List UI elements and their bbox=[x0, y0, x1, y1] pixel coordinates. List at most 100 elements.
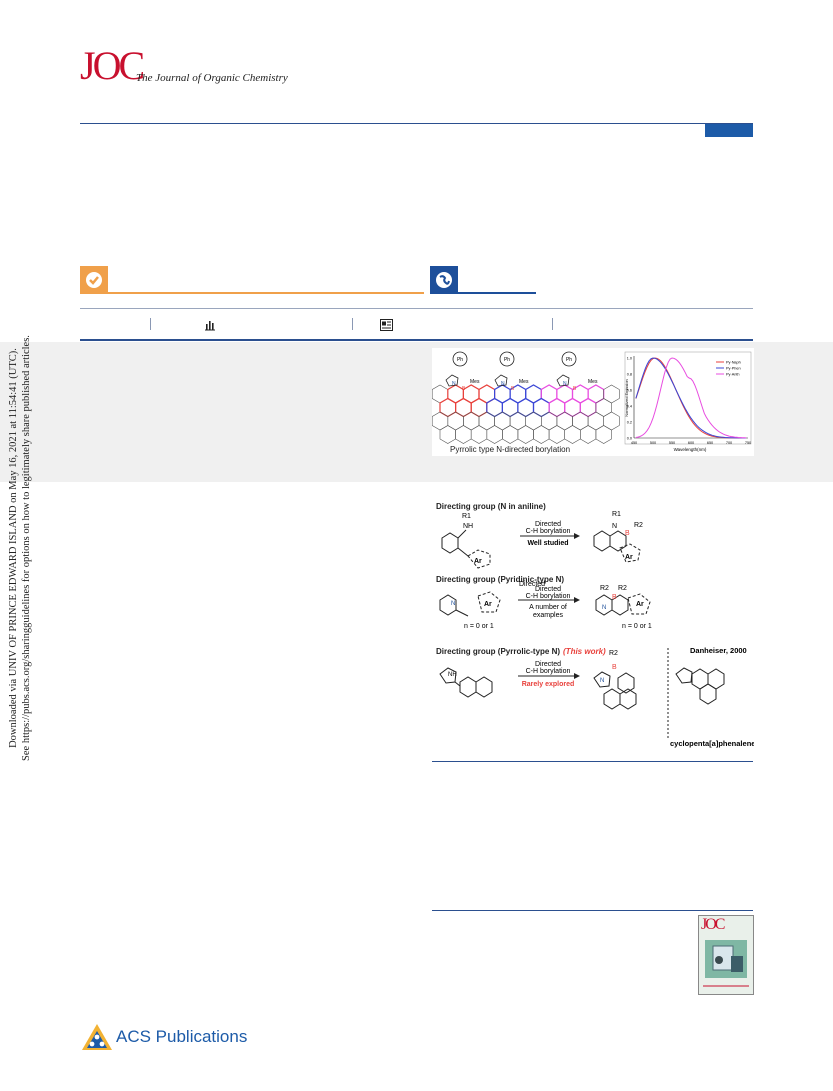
emission-chart: 0.0 0.2 0.4 0.6 0.8 1.0 450 500 550 600 650 700 750… bbox=[624, 351, 752, 452]
r2-label: R2 bbox=[618, 585, 627, 592]
legend-label: Py-Naph bbox=[726, 360, 741, 364]
arrow-label: Directed bbox=[535, 661, 561, 668]
x-tick-label: 450 bbox=[631, 441, 637, 445]
y-tick-label: 0.8 bbox=[627, 372, 632, 376]
boron-label: B bbox=[612, 664, 617, 671]
download-notice-line: Downloaded via UNIV OF PRINCE EDWARD ISL… bbox=[8, 348, 19, 748]
publisher-logo[interactable]: ACS Publications bbox=[80, 1022, 247, 1056]
article-recommendations-icon[interactable] bbox=[380, 318, 393, 336]
boron-label: B bbox=[612, 594, 617, 601]
nitrogen-label: N bbox=[563, 381, 567, 387]
n-range-label: n = 0 or 1 bbox=[464, 623, 494, 630]
n-label: N bbox=[612, 523, 617, 530]
r2-label: R2 bbox=[634, 522, 643, 529]
r1-label: R1 bbox=[612, 511, 621, 518]
row3-title: Directing group (Pyrrolic-type N)(This w… bbox=[436, 647, 606, 656]
arrow-label-rare: Rarely explored bbox=[522, 681, 575, 688]
danheiser-label: Danheiser, 2000 bbox=[690, 646, 747, 655]
ar-label: Ar bbox=[484, 601, 492, 608]
x-tick-label: 550 bbox=[669, 441, 675, 445]
y-tick-label: 0.6 bbox=[627, 388, 632, 392]
mesityl-label: Mes bbox=[470, 379, 480, 385]
nh-label: NH bbox=[448, 672, 457, 678]
nh-label: NH bbox=[463, 523, 473, 530]
sharing-guidelines-line[interactable]: See https://pubs.acs.org/sharingguidelin… bbox=[21, 335, 32, 761]
ar-label: Ar bbox=[636, 601, 644, 608]
figure-1-scheme: Directing group (N in aniline) R1 NH Ar … bbox=[432, 498, 755, 752]
y-tick-label: 1.0 bbox=[627, 356, 632, 360]
mesityl-label: Mes bbox=[588, 379, 598, 385]
publisher-name: ACS Publications bbox=[116, 1027, 248, 1046]
journal-name: The Journal of Organic Chemistry bbox=[136, 72, 288, 84]
x-tick-label: 650 bbox=[707, 441, 713, 445]
arrow-label: A number of bbox=[529, 604, 567, 611]
download-notice: See https://pubs.acs.org/sharingguidelin… bbox=[21, 335, 45, 761]
mesityl-label: Mes bbox=[519, 379, 529, 385]
toc-caption: Pyrrolic type N-directed borylation bbox=[450, 445, 570, 454]
r2-label: R2 bbox=[609, 650, 618, 657]
section-rule bbox=[432, 761, 753, 762]
global-access-bar[interactable] bbox=[430, 266, 536, 294]
y-tick-label: 0.4 bbox=[627, 404, 632, 408]
open-access-underline bbox=[108, 292, 424, 294]
n-range-label: n = 0 or 1 bbox=[622, 623, 652, 630]
ar-label: Ar bbox=[625, 554, 633, 561]
r2-label: R2 bbox=[600, 585, 609, 592]
boron-label: B bbox=[573, 386, 577, 392]
cover-title: JOC bbox=[701, 916, 725, 933]
checkmark-icon bbox=[80, 266, 108, 294]
series-line-py-anth bbox=[635, 357, 747, 439]
y-tick-label: 0.0 bbox=[627, 436, 632, 440]
row2-title: Directing group (Pyridinic-type N) bbox=[436, 575, 564, 584]
series-line-py-phen bbox=[635, 357, 747, 439]
r1-label: R1 bbox=[462, 513, 471, 520]
legend-label: Py-Phen bbox=[726, 366, 741, 370]
ar-label: Ar bbox=[474, 558, 482, 565]
boron-label: B bbox=[511, 386, 515, 392]
arrow-label: Directed bbox=[535, 586, 561, 593]
arrow-label: Directed bbox=[535, 521, 561, 528]
boron-label: B bbox=[462, 386, 466, 392]
x-tick-label: 500 bbox=[650, 441, 656, 445]
boron-label: B bbox=[625, 530, 630, 537]
toc-graphic: Ph Ph Ph N N N B B B Mes Mes Mes Pyrroli… bbox=[431, 348, 754, 456]
journal-cover-thumbnail[interactable]: JOC bbox=[698, 915, 754, 995]
n-label: N bbox=[602, 605, 606, 611]
graphene-hexagon bbox=[595, 425, 612, 444]
journal-logo: JOC bbox=[80, 43, 145, 88]
metrics-bottom-rule bbox=[80, 339, 753, 341]
global-access-underline bbox=[458, 292, 536, 294]
x-tick-label: 750 bbox=[745, 441, 751, 445]
open-access-bar[interactable] bbox=[80, 266, 424, 294]
nitrogen-label: N bbox=[501, 381, 505, 387]
globe-icon bbox=[430, 266, 458, 294]
legend-label: Py-Anth bbox=[726, 372, 740, 376]
metrics-separator bbox=[552, 318, 553, 330]
arrow-label: examples bbox=[533, 612, 563, 619]
article-type-tag bbox=[705, 124, 753, 137]
chart-xlabel: Wavelength(nm) bbox=[674, 447, 707, 452]
y-tick-label: 0.2 bbox=[627, 420, 632, 424]
x-tick-label: 600 bbox=[688, 441, 694, 445]
phenyl-label: Ph bbox=[457, 357, 463, 363]
n-label: N bbox=[451, 601, 455, 607]
chart-ylabel: Normalized Emission bbox=[624, 379, 629, 417]
metrics-separator bbox=[150, 318, 151, 330]
phenyl-label: Ph bbox=[504, 357, 510, 363]
nitrogen-label: N bbox=[452, 381, 456, 387]
arrow-label: C-H borylation bbox=[526, 593, 571, 600]
arrow-label: Directed bbox=[519, 581, 545, 588]
header-rule bbox=[80, 123, 753, 124]
metrics-separator bbox=[352, 318, 353, 330]
arrow-label: C-H borylation bbox=[526, 528, 571, 535]
x-tick-label: 700 bbox=[726, 441, 732, 445]
arrow-label: C-H borylation bbox=[526, 668, 571, 675]
acs-emblem-icon bbox=[82, 1024, 112, 1050]
n-label: N bbox=[600, 678, 604, 684]
metrics-bar bbox=[80, 308, 753, 341]
metrics-top-rule bbox=[80, 308, 753, 309]
phenyl-label: Ph bbox=[566, 357, 572, 363]
bar-chart-icon[interactable] bbox=[204, 318, 216, 336]
row1-title: Directing group (N in aniline) bbox=[436, 502, 546, 511]
arrow-label: Well studied bbox=[527, 540, 568, 547]
